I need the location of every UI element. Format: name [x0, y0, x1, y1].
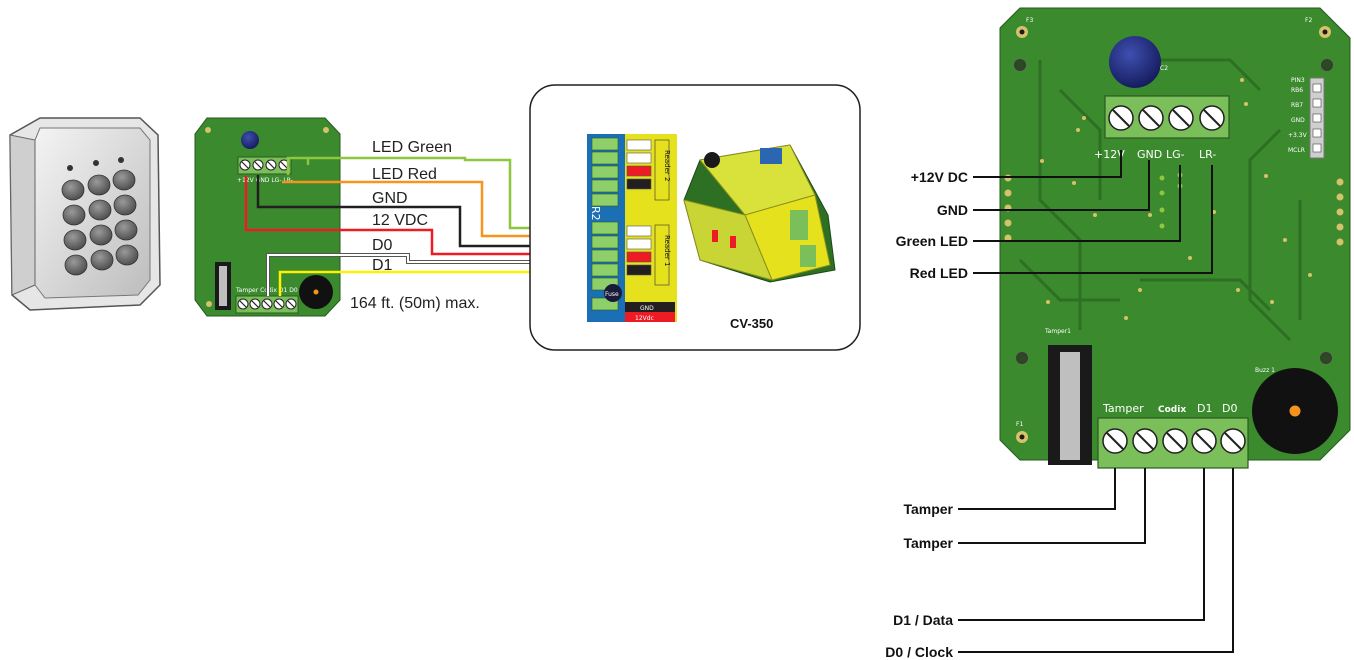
controller-side-label: R2	[589, 206, 602, 221]
top-pin-12v: +12V	[1094, 148, 1125, 161]
header-pin-3v3: +3.3V	[1288, 132, 1308, 139]
header-pin-rb7: RB7	[1291, 102, 1303, 109]
large-reader-board: PIN3 RB6 RB7 GND +3.3V MCLR C2 F2 F3 F1 …	[999, 7, 1351, 469]
line-red-led	[973, 165, 1213, 274]
connection-labels: +12V DC GND Green LED Red LED Tamper Tam…	[885, 169, 968, 660]
capacitor-label: C2	[1160, 65, 1168, 72]
controller-gnd-label: GND	[640, 305, 654, 312]
distance-note: 164 ft. (50m) max.	[350, 295, 480, 312]
label-led-green: LED Green	[372, 139, 452, 156]
line-gnd	[973, 160, 1150, 211]
bottom-pin-d0: D0	[1222, 402, 1237, 415]
label-d1-data: D1 / Data	[893, 612, 953, 628]
tamper-silk: Tamper1	[1044, 328, 1071, 335]
bottom-pin-codix: Codix	[1158, 405, 1186, 415]
top-pin-lr: LR-	[1199, 148, 1216, 161]
line-12v	[973, 150, 1122, 178]
label-12v-dc: +12V DC	[911, 169, 968, 185]
controller-name: CV-350	[730, 316, 773, 331]
fiducial-f2: F2	[1305, 17, 1312, 24]
fiducial-f1: F1	[1016, 421, 1023, 428]
label-d0: D0	[372, 237, 393, 254]
buzzer-silk: Buzz 1	[1255, 367, 1275, 374]
label-red-led: Red LED	[910, 265, 968, 281]
line-green-led	[973, 165, 1181, 242]
connection-lines	[958, 150, 1234, 653]
label-green-led: Green LED	[896, 233, 968, 249]
wire-bundle	[244, 156, 587, 296]
header-title: PIN3	[1291, 77, 1305, 84]
label-gnd-right: GND	[937, 202, 968, 218]
label-tamper-2: Tamper	[903, 535, 953, 551]
line-tamper-1	[958, 468, 1116, 510]
label-d1: D1	[372, 257, 393, 274]
bottom-pin-d1: D1	[1197, 402, 1212, 415]
controller-reader-2-label: Reader 2	[663, 150, 671, 181]
small-reader-board: +12V GND LG- LR- Tamper Codix D1 D0	[194, 117, 341, 317]
fiducial-f3: F3	[1026, 17, 1033, 24]
keypad-reader	[9, 117, 161, 311]
small-board-top-pins: +12V GND LG- LR-	[237, 177, 293, 184]
cv350-board-image	[683, 144, 836, 283]
wire-labels: LED Green LED Red GND 12 VDC D0 D1 164 f…	[350, 139, 480, 312]
controller-box: Reader 2 Reader 1 Fuse R2 GND 12Vdc CV-3…	[529, 84, 861, 351]
controller-fuse-label: Fuse	[605, 291, 619, 298]
controller-12v-label: 12Vdc	[635, 315, 654, 322]
line-d0	[958, 468, 1234, 653]
header-pin-mclr: MCLR	[1288, 147, 1305, 154]
wire-led-green	[286, 156, 587, 230]
bottom-pin-tamper: Tamper	[1102, 402, 1144, 415]
label-gnd: GND	[372, 190, 408, 207]
wire-gnd	[256, 175, 587, 248]
label-tamper-1: Tamper	[903, 501, 953, 517]
top-pin-lg: LG-	[1166, 148, 1185, 161]
wire-d1	[278, 270, 587, 296]
top-pin-gnd: GND	[1137, 148, 1162, 161]
label-d0-clock: D0 / Clock	[885, 644, 953, 660]
header-pin-gnd: GND	[1291, 117, 1305, 124]
label-led-red: LED Red	[372, 166, 437, 183]
controller-reader-1-label: Reader 1	[663, 235, 671, 266]
line-d1	[958, 468, 1205, 621]
wire-12vdc	[244, 176, 587, 256]
label-12vdc: 12 VDC	[372, 212, 428, 229]
line-tamper-2	[958, 468, 1146, 544]
header-pin-rb6: RB6	[1291, 87, 1303, 94]
